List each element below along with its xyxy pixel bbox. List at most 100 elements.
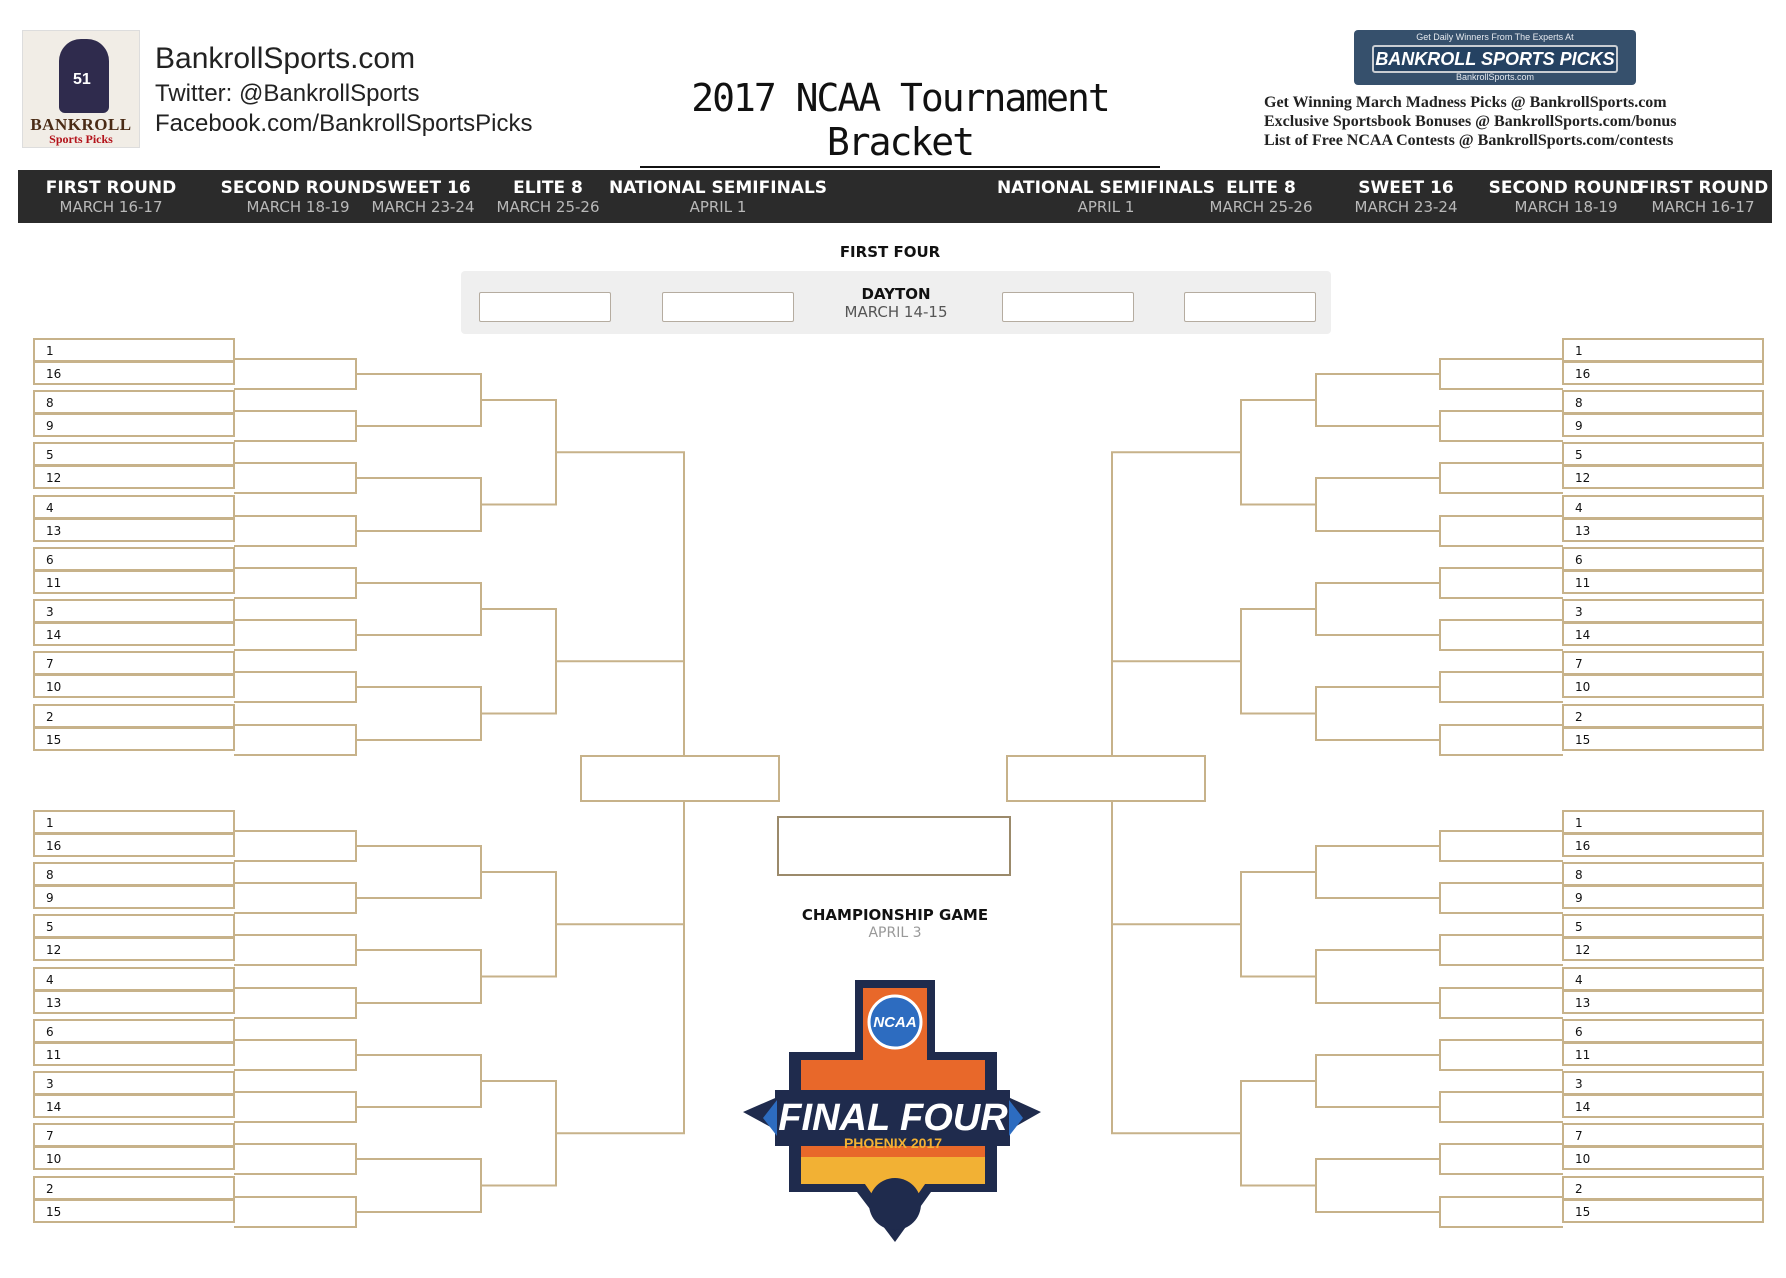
seed-number: 16 <box>46 367 61 381</box>
banner-main-text: BANKROLL SPORTS PICKS <box>1372 45 1618 73</box>
team-slot[interactable] <box>33 442 235 466</box>
first-four-slot[interactable] <box>1184 292 1316 322</box>
team-slot[interactable] <box>33 862 235 886</box>
team-slot[interactable] <box>33 833 235 857</box>
team-slot[interactable] <box>1562 413 1764 437</box>
team-slot[interactable] <box>1562 937 1764 961</box>
team-slot[interactable] <box>33 990 235 1014</box>
team-slot[interactable] <box>33 1176 235 1200</box>
team-slot[interactable] <box>1562 622 1764 646</box>
team-slot[interactable] <box>1562 1071 1764 1095</box>
promo-line-picks[interactable]: Get Winning March Madness Picks @ Bankro… <box>1264 94 1667 111</box>
seed-number: 4 <box>46 973 54 987</box>
team-slot[interactable] <box>1562 862 1764 886</box>
team-slot[interactable] <box>33 518 235 542</box>
team-slot[interactable] <box>33 937 235 961</box>
team-slot[interactable] <box>1562 390 1764 414</box>
round-name: FIRST ROUND <box>1637 178 1769 198</box>
round-date: APRIL 1 <box>689 198 747 216</box>
team-slot[interactable] <box>33 674 235 698</box>
team-slot[interactable] <box>33 570 235 594</box>
first-four-slot[interactable] <box>662 292 794 322</box>
team-slot[interactable] <box>33 967 235 991</box>
semifinal-winner-slot[interactable] <box>1006 755 1206 802</box>
seed-number: 3 <box>1575 1077 1583 1091</box>
final-four-logo: NCAA FINAL FOUR PHOENIX 2017 <box>743 980 1041 1242</box>
team-slot[interactable] <box>1562 495 1764 519</box>
team-slot[interactable] <box>1562 599 1764 623</box>
team-slot[interactable] <box>1562 990 1764 1014</box>
twitter-handle[interactable]: Twitter: @BankrollSports <box>155 80 420 107</box>
seed-number: 8 <box>1575 396 1583 410</box>
team-slot[interactable] <box>1562 1199 1764 1223</box>
team-slot[interactable] <box>1562 967 1764 991</box>
team-slot[interactable] <box>33 1123 235 1147</box>
promo-line-bonus[interactable]: Exclusive Sportsbook Bonuses @ BankrollS… <box>1264 113 1677 130</box>
team-slot[interactable] <box>33 338 235 362</box>
team-slot[interactable] <box>33 1199 235 1223</box>
team-slot[interactable] <box>33 885 235 909</box>
team-slot[interactable] <box>1562 518 1764 542</box>
team-slot[interactable] <box>33 622 235 646</box>
seed-number: 4 <box>1575 973 1583 987</box>
team-slot[interactable] <box>1562 1042 1764 1066</box>
team-slot[interactable] <box>33 495 235 519</box>
team-slot[interactable] <box>33 1071 235 1095</box>
team-slot[interactable] <box>1562 1019 1764 1043</box>
team-slot[interactable] <box>1562 810 1764 834</box>
site-name[interactable]: BankrollSports.com <box>155 42 416 75</box>
team-slot[interactable] <box>33 413 235 437</box>
team-slot[interactable] <box>1562 651 1764 675</box>
facebook-link[interactable]: Facebook.com/BankrollSportsPicks <box>155 110 533 137</box>
bracket-connector <box>1439 934 1563 966</box>
first-four-slot[interactable] <box>1002 292 1134 322</box>
first-four-panel: DAYTON MARCH 14-15 <box>461 271 1331 334</box>
team-slot[interactable] <box>33 914 235 938</box>
bracket-connector <box>1439 410 1563 442</box>
team-slot[interactable] <box>33 1042 235 1066</box>
ncaa-badge-text: NCAA <box>873 1014 916 1031</box>
team-slot[interactable] <box>1562 570 1764 594</box>
semifinal-winner-slot[interactable] <box>580 755 780 802</box>
bracket-connector <box>1315 373 1440 427</box>
bracket-connector <box>1315 582 1440 636</box>
round-label-right-semifinals: NATIONAL SEMIFINALS APRIL 1 <box>991 178 1221 216</box>
team-slot[interactable] <box>33 1094 235 1118</box>
team-slot[interactable] <box>1562 465 1764 489</box>
team-slot[interactable] <box>1562 914 1764 938</box>
team-slot[interactable] <box>33 704 235 728</box>
bracket-connector <box>556 923 685 1135</box>
team-slot[interactable] <box>33 547 235 571</box>
team-slot[interactable] <box>1562 885 1764 909</box>
round-date: MARCH 18-19 <box>1514 198 1618 216</box>
championship-slot[interactable] <box>777 816 1011 876</box>
team-slot[interactable] <box>1562 727 1764 751</box>
team-slot[interactable] <box>33 1019 235 1043</box>
team-slot[interactable] <box>1562 1123 1764 1147</box>
team-slot[interactable] <box>33 651 235 675</box>
team-slot[interactable] <box>1562 833 1764 857</box>
team-slot[interactable] <box>33 390 235 414</box>
team-slot[interactable] <box>33 1146 235 1170</box>
team-slot[interactable] <box>1562 1094 1764 1118</box>
team-slot[interactable] <box>1562 704 1764 728</box>
team-slot[interactable] <box>33 361 235 385</box>
team-slot[interactable] <box>33 810 235 834</box>
team-slot[interactable] <box>33 727 235 751</box>
team-slot[interactable] <box>33 465 235 489</box>
team-slot[interactable] <box>1562 547 1764 571</box>
team-slot[interactable] <box>1562 1146 1764 1170</box>
promo-banner[interactable]: Get Daily Winners From The Experts At BA… <box>1354 30 1636 85</box>
team-slot[interactable] <box>1562 338 1764 362</box>
team-slot[interactable] <box>1562 674 1764 698</box>
promo-line-contests[interactable]: List of Free NCAA Contests @ BankrollSpo… <box>1264 132 1674 149</box>
bracket-connector <box>234 934 357 966</box>
team-slot[interactable] <box>1562 442 1764 466</box>
round-name: SECOND ROUND <box>1488 178 1644 198</box>
first-four-slot[interactable] <box>479 292 611 322</box>
team-slot[interactable] <box>1562 361 1764 385</box>
team-slot[interactable] <box>1562 1176 1764 1200</box>
team-slot[interactable] <box>33 599 235 623</box>
round-date: MARCH 23-24 <box>1354 198 1458 216</box>
round-name: NATIONAL SEMIFINALS <box>608 178 828 198</box>
